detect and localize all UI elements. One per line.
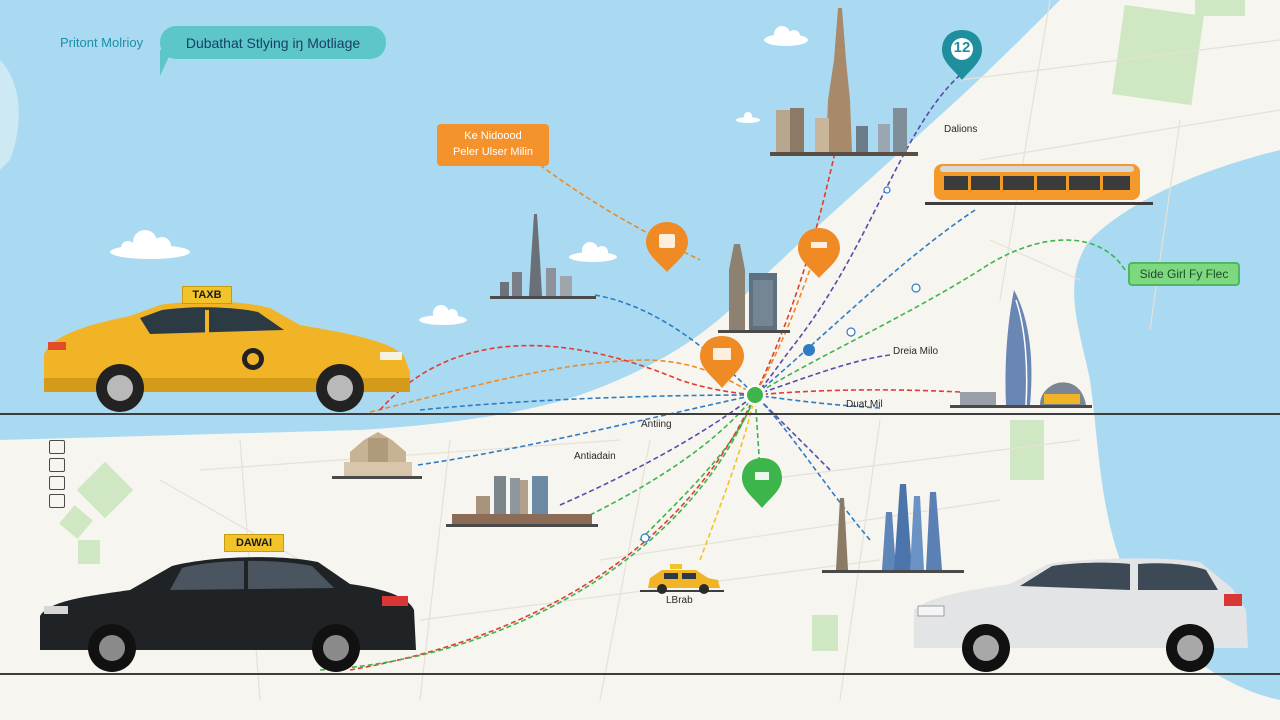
orange-callout[interactable]: Ke Nidoood Peler Ulser Milin [437, 124, 549, 166]
map-label-dreia-milo: Dreia Milo [893, 346, 939, 357]
route-node-icon[interactable] [640, 186, 921, 543]
white-car-icon[interactable] [914, 558, 1248, 672]
route-line [754, 394, 881, 409]
green-callout[interactable]: Side Girl Fy Flec [1128, 262, 1240, 286]
route-line [754, 129, 841, 396]
skyline-icon[interactable] [770, 8, 918, 156]
park-area [1010, 420, 1044, 480]
taxi-roof-sign: DAWAI [224, 534, 284, 552]
map-pin-icon[interactable] [700, 336, 744, 388]
black-car-icon[interactable] [40, 557, 416, 672]
route-line [319, 394, 756, 671]
route-line [379, 344, 756, 411]
route-line [754, 74, 961, 396]
title-callout[interactable]: Dubathat Stlying iŋ Motliage [160, 26, 386, 59]
skyline-icon[interactable] [822, 484, 964, 573]
page-title: Pritont Molrioy [60, 35, 144, 50]
map-pin-icon[interactable] [798, 228, 840, 278]
lagoon-water [1157, 326, 1252, 406]
park-area [1195, 0, 1245, 16]
pin-badge-number: 12 [953, 39, 971, 56]
tram-icon[interactable] [925, 164, 1153, 205]
route-line [589, 394, 756, 516]
skyline-icon[interactable] [332, 432, 422, 479]
route-line [754, 394, 871, 541]
top-right-water [896, 0, 960, 27]
road-line [0, 413, 1280, 415]
map-label-antiing: Antiing [641, 419, 672, 430]
route-line [754, 354, 891, 396]
route-line [699, 394, 756, 561]
orange-callout-line1: Ke Nidoood [464, 130, 522, 142]
map-label-dalions: Dalions [944, 124, 978, 135]
map-tool-icon[interactable] [49, 476, 65, 490]
map-label-antiadain: Antiadain [574, 451, 616, 462]
map-tool-icon[interactable] [49, 494, 65, 508]
route-line [754, 239, 1126, 396]
left-strip-water [0, 60, 19, 170]
map-tool-icon[interactable] [49, 440, 65, 454]
park-area [59, 505, 93, 539]
map-pin-icon[interactable] [742, 458, 782, 508]
route-line [754, 209, 976, 396]
cloud-icon [764, 26, 808, 46]
map-pin-icon[interactable] [942, 30, 982, 80]
map-label-duat-mil: Duat Mil [846, 399, 883, 410]
road-line [0, 673, 1280, 675]
small-taxi-icon[interactable] [640, 564, 724, 594]
route-line [754, 239, 821, 396]
skyline-icon[interactable] [446, 476, 598, 527]
skyline-icon[interactable] [718, 244, 790, 333]
route-line [419, 394, 756, 411]
park-area [78, 540, 100, 564]
map-pin-icon[interactable] [646, 222, 688, 272]
transit-routes[interactable] [319, 74, 1126, 671]
orange-callout-line2: Peler Ulser Milin [452, 146, 534, 158]
taxi-car-icon[interactable] [44, 301, 410, 412]
route-line [594, 294, 756, 396]
park-area [76, 461, 134, 519]
route-line [559, 394, 756, 506]
skyline-icon[interactable] [490, 214, 596, 299]
hub-node-icon[interactable] [744, 384, 766, 406]
bus-stop-icon[interactable] [803, 344, 815, 356]
route-line [754, 389, 961, 396]
burj-al-arab-icon[interactable] [950, 290, 1092, 408]
cloud-icon [110, 230, 190, 259]
taxi-roof-sign: TAXB [182, 286, 232, 304]
route-line [417, 394, 756, 466]
cloud-icon [569, 242, 617, 262]
route-line [349, 394, 756, 671]
cloud-icon [419, 305, 467, 325]
cloud-icon [736, 112, 760, 123]
park-area [812, 615, 838, 651]
route-line [754, 394, 761, 471]
map-label-lbrab: LBrab [666, 595, 693, 606]
map-tool-icon[interactable] [49, 458, 65, 472]
